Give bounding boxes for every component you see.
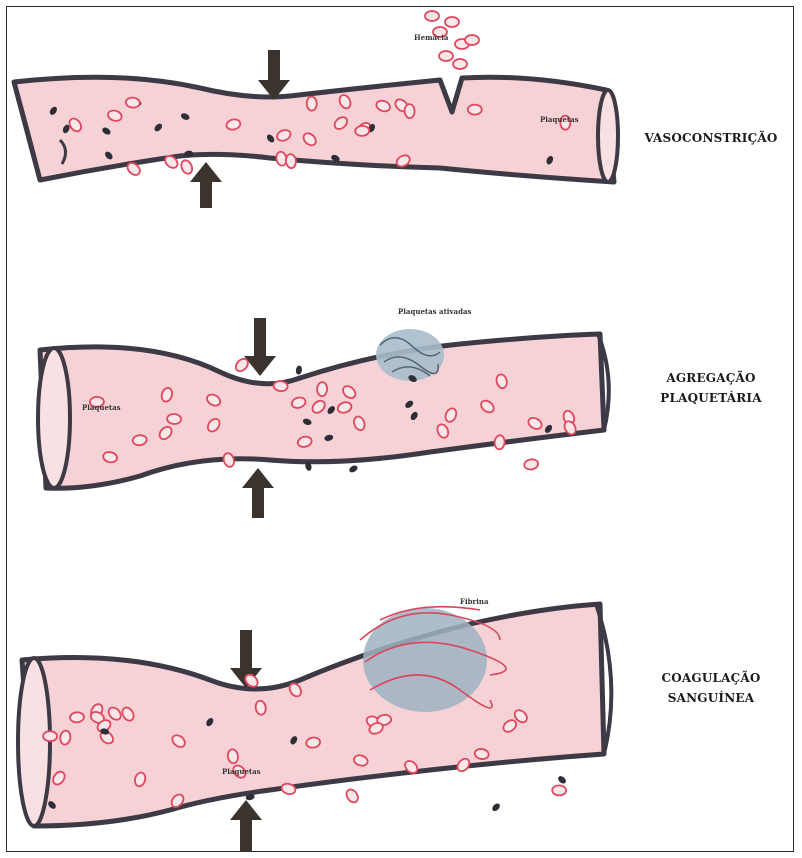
red-blood-cell <box>494 435 505 450</box>
red-blood-cell <box>425 11 439 21</box>
label-plaquetas-ativadas: Plaquetas ativadas <box>398 307 472 316</box>
red-blood-cell <box>355 126 369 136</box>
label-plaquetas-3: Plaquetas <box>222 767 261 776</box>
red-blood-cell <box>468 105 482 115</box>
platelet <box>295 365 302 375</box>
red-blood-cell <box>70 712 85 723</box>
red-blood-cell <box>43 731 57 741</box>
platelet <box>557 775 568 785</box>
red-blood-cell <box>125 97 140 108</box>
platelet <box>491 802 502 813</box>
red-blood-cell <box>179 159 194 176</box>
label-hemacia: Hemácia <box>414 33 449 42</box>
red-blood-cell <box>523 458 539 470</box>
red-blood-cell <box>445 17 459 27</box>
stage-title-coagulation: COAGULAÇÃO SANGUÍNEA <box>636 668 786 708</box>
vessel-aggregation <box>38 334 609 488</box>
stage-title-line: COAGULAÇÃO <box>636 668 786 688</box>
red-blood-cell <box>453 59 467 69</box>
stage-title-aggregation: AGREGAÇÃO PLAQUETÁRIA <box>636 368 786 408</box>
stage-title-line: SANGUÍNEA <box>636 688 786 708</box>
red-blood-cell <box>285 154 296 169</box>
stage-title-line: PLAQUETÁRIA <box>636 388 786 408</box>
label-plaquetas-1: Plaquetas <box>540 115 579 124</box>
red-blood-cell <box>306 96 316 110</box>
stage-title-line: VASOCONSTRIÇÃO <box>636 128 786 148</box>
label-fibrina: Fibrina <box>460 597 489 606</box>
red-blood-cell <box>344 787 360 804</box>
red-blood-cell <box>132 434 147 445</box>
red-blood-cell <box>404 104 414 118</box>
red-blood-cell <box>465 35 479 45</box>
label-plaquetas-2: Plaquetas <box>82 403 121 412</box>
platelet <box>348 464 359 474</box>
red-blood-cell <box>439 51 453 61</box>
activated-platelets-cluster-2 <box>376 329 444 381</box>
stage-title-line: AGREGAÇÃO <box>636 368 786 388</box>
red-blood-cell <box>167 414 182 425</box>
label-plaquetas-ativadas: Plaquetas ativadas <box>398 307 472 316</box>
red-blood-cell <box>317 382 327 396</box>
stage-title-vasoconstriction: VASOCONSTRIÇÃO <box>636 128 786 148</box>
red-blood-cell <box>273 380 288 391</box>
red-blood-cell <box>552 785 566 795</box>
